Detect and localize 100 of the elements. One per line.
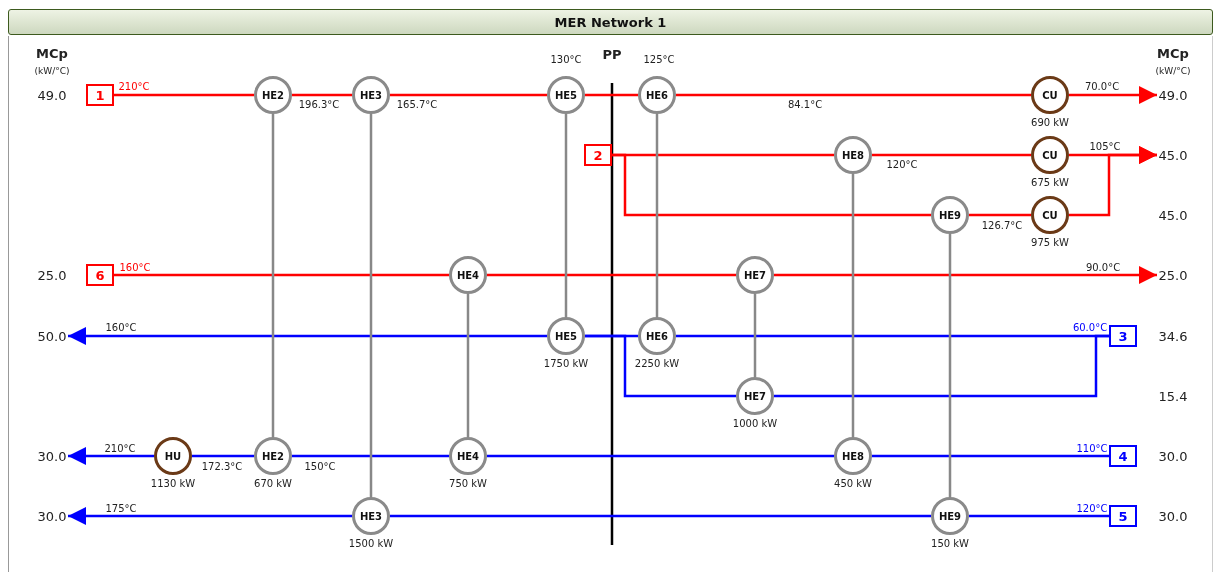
stream-arrow [1069, 146, 1157, 217]
heat-exchanger-circle [547, 317, 585, 355]
connector-line [774, 334, 1109, 398]
hot-stream-box [86, 264, 114, 286]
heat-exchanger-circle [547, 76, 585, 114]
stream-arrow [68, 327, 547, 345]
temperature-label: 120°C [885, 158, 919, 170]
stream-number: 5 [1118, 508, 1128, 524]
connector-line [969, 514, 1109, 518]
temperature-label: 210°C [103, 442, 137, 454]
temperature-label: 126.7°C [980, 219, 1024, 231]
unit-label: HE2 [261, 89, 285, 101]
temperature-label: 84.1°C [786, 98, 824, 110]
mcp-value: 49.0 [1157, 87, 1189, 103]
unit-label: HE8 [841, 149, 865, 161]
connector-line [369, 114, 373, 497]
cold-stream-box [1109, 325, 1137, 347]
heat-exchanger-circle [254, 76, 292, 114]
duty-label: 1130 kW [150, 477, 196, 489]
heat-exchanger-circle [638, 76, 676, 114]
mcp-value: 30.0 [1158, 508, 1188, 524]
stream-number: 3 [1118, 328, 1128, 344]
heat-exchanger-circle [449, 256, 487, 294]
mcp-value: 30.0 [1158, 448, 1188, 464]
heat-exchanger-circle [352, 497, 390, 535]
unit-label: CU [1042, 149, 1058, 161]
temperature-label: 160°C [104, 321, 138, 333]
heat-exchanger-circle [736, 256, 774, 294]
duty-label: 450 kW [834, 477, 872, 489]
heat-exchanger-circle [834, 437, 872, 475]
connector-line [585, 93, 638, 97]
hot-stream-box [86, 84, 114, 106]
connector-line [969, 213, 1031, 217]
mcp-value: 45.0 [1157, 147, 1189, 163]
connector-line [466, 294, 470, 437]
unit-label: CU [1042, 209, 1058, 221]
heat-exchanger-circle [352, 76, 390, 114]
unit-label: HE7 [743, 269, 767, 281]
stream-number: 1 [95, 87, 105, 103]
connector-line [585, 334, 736, 398]
mcp-value: 30.0 [36, 448, 68, 464]
duty-label: 2250 kW [634, 357, 680, 369]
temperature-label: 105°C [1088, 140, 1122, 152]
mcp-value: 45.0 [1158, 207, 1188, 223]
utility-circle [154, 437, 192, 475]
temperature-label: 110°C [1075, 442, 1109, 454]
cold-stream-box [1109, 445, 1137, 467]
heading: MCp [1157, 45, 1189, 61]
hot-stream-box [584, 144, 612, 166]
stream-number: 4 [1118, 448, 1128, 464]
temperature-label: 210°C [117, 80, 151, 92]
stream-arrow [68, 507, 352, 525]
stream-number: 2 [593, 147, 603, 163]
connector-line [564, 114, 568, 317]
heat-exchanger-circle [736, 377, 774, 415]
duty-label: 675 kW [1031, 176, 1069, 188]
temperature-label: 150°C [303, 460, 337, 472]
unit-label: CU [1042, 89, 1058, 101]
duty-label: 670 kW [254, 477, 292, 489]
unit-label: HE3 [359, 89, 383, 101]
temperature-label: 196.3°C [297, 98, 341, 110]
duty-label: 690 kW [1031, 116, 1069, 128]
pinch-temperature: 130°C [550, 53, 582, 65]
connector-line [655, 114, 659, 317]
mcp-value: 25.0 [37, 267, 67, 283]
utility-circle [1031, 136, 1069, 174]
unit-label: HE3 [359, 510, 383, 522]
duty-label: 750 kW [449, 477, 487, 489]
temperature-label: 90.0°C [1084, 261, 1122, 273]
duty-label: 150 kW [931, 537, 969, 549]
heat-exchanger-circle [834, 136, 872, 174]
connector-line [612, 153, 931, 217]
heat-exchanger-circle [449, 437, 487, 475]
mcp-value: 49.0 [37, 87, 67, 103]
unit-label: (kW/°C) [1155, 66, 1191, 76]
utility-circle [1031, 196, 1069, 234]
temperature-label: 165.7°C [395, 98, 439, 110]
stream-arrow [68, 447, 154, 465]
heat-exchanger-circle [931, 497, 969, 535]
unit-label: HE5 [554, 89, 578, 101]
connector-line [872, 454, 1109, 458]
cold-stream-box [1109, 505, 1137, 527]
unit-label: HE7 [743, 390, 767, 402]
connector-line [487, 454, 834, 458]
heat-exchanger-circle [931, 196, 969, 234]
stream-arrow [1069, 86, 1157, 104]
connector-line [851, 174, 855, 437]
temperature-label: 160°C [118, 261, 152, 273]
connector-line [292, 93, 352, 97]
duty-label: 1500 kW [348, 537, 394, 549]
heat-exchanger-circle [638, 317, 676, 355]
connector-line [271, 114, 275, 437]
unit-label: HE4 [456, 269, 480, 281]
mcp-value: 50.0 [36, 328, 68, 344]
connector-line [114, 273, 449, 277]
connector-line [872, 153, 1031, 157]
heading: MCp [36, 45, 68, 61]
temperature-label: 175°C [104, 502, 138, 514]
connector-line [390, 93, 547, 97]
mcp-value: 34.6 [1158, 328, 1188, 344]
